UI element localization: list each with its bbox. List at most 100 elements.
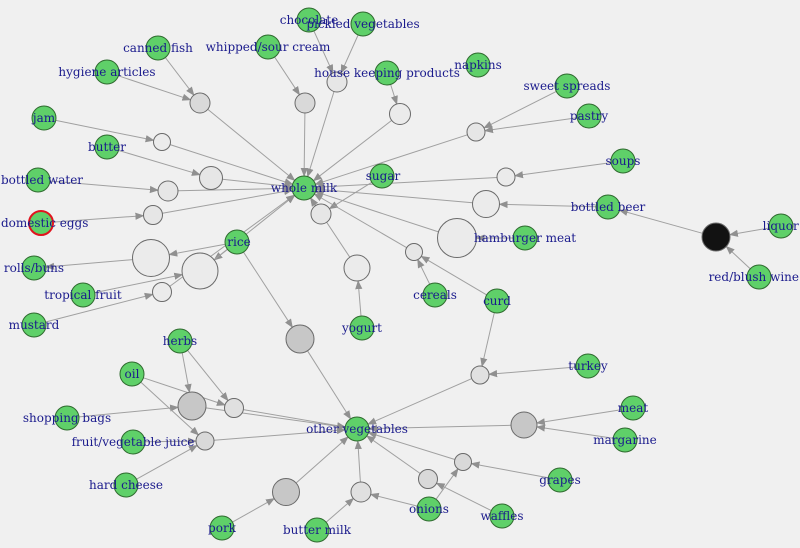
item-node-meat[interactable] [620, 395, 646, 421]
rule-node[interactable] [510, 411, 538, 439]
item-node-herbs[interactable] [167, 328, 193, 354]
item-node-bottled-beer[interactable] [595, 194, 621, 220]
edge-whipped_sour_cream-to-rule [274, 56, 300, 96]
rule-node[interactable] [195, 431, 215, 451]
item-node-tropical-fruit[interactable] [70, 282, 96, 308]
rule-node[interactable] [189, 92, 211, 114]
rule-node[interactable] [199, 166, 223, 190]
item-node-liquor[interactable] [768, 213, 794, 239]
rule-node[interactable] [389, 103, 411, 125]
rule-node[interactable] [152, 282, 172, 302]
item-node-house-keeping-products[interactable] [374, 60, 400, 86]
item-node-sugar[interactable] [369, 163, 395, 189]
item-node-mustard[interactable] [21, 312, 47, 338]
item-node-onions[interactable] [416, 496, 442, 522]
item-node-canned-fish[interactable] [145, 35, 171, 61]
item-node-waffles[interactable] [489, 503, 515, 529]
rule-node[interactable] [285, 324, 315, 354]
rule-node[interactable] [405, 243, 423, 261]
edge-rule-to-other_vegetables [295, 436, 349, 484]
item-label-yogurt: yogurt [341, 321, 382, 335]
item-node-sweet-spreads[interactable] [554, 73, 580, 99]
item-node-cereals[interactable] [422, 282, 448, 308]
item-node-turkey[interactable] [575, 353, 601, 379]
edge-onions-to-rule [435, 468, 459, 500]
item-node-butter-milk[interactable] [304, 517, 330, 543]
item-node-pastry[interactable] [576, 103, 602, 129]
item-node-butter[interactable] [94, 134, 120, 160]
item-node-jam[interactable] [31, 105, 57, 131]
item-node-hygiene-articles[interactable] [94, 59, 120, 85]
rule-node[interactable] [470, 365, 490, 385]
rule-node[interactable] [132, 239, 170, 277]
item-node-whole-milk[interactable] [291, 175, 317, 201]
item-node-yogurt[interactable] [349, 315, 375, 341]
item-node-grapes[interactable] [547, 467, 573, 493]
item-node-hard-cheese[interactable] [113, 472, 139, 498]
item-node-pickled-vegetables[interactable] [350, 11, 376, 37]
edge-grapes-to-rule [470, 461, 549, 479]
rule-node[interactable] [343, 254, 371, 282]
rule-node[interactable] [437, 218, 477, 258]
rule-node[interactable] [294, 92, 316, 114]
rule-node[interactable] [350, 481, 372, 503]
rule-node[interactable] [272, 478, 300, 506]
edge-hygiene_articles-to-rule [118, 75, 192, 101]
item-node-hamburger-meat[interactable] [512, 225, 538, 251]
rule-node[interactable] [326, 71, 348, 93]
edge-rule-to-other_vegetables [307, 350, 352, 420]
edge-cereals-to-rule [417, 258, 431, 285]
rule-node[interactable] [157, 180, 179, 202]
edge-rule-to-whole_milk [169, 144, 294, 186]
edge-butter_milk-to-rule [325, 497, 355, 523]
edge-rule-to-whole_milk [162, 187, 294, 214]
edge-domestic_eggs-to-rule [52, 212, 145, 223]
item-node-napkins[interactable] [465, 52, 491, 78]
item-label-chocolate: chocolate [280, 13, 339, 27]
item-node-other-vegetables[interactable] [344, 416, 370, 442]
rule-node[interactable] [701, 222, 731, 252]
rule-node[interactable] [177, 391, 207, 421]
item-label-hygiene-articles: hygiene articles [58, 65, 155, 79]
rule-node[interactable] [472, 190, 500, 218]
rule-node[interactable] [418, 469, 438, 489]
item-node-rice[interactable] [224, 229, 250, 255]
rule-node[interactable] [143, 205, 163, 225]
item-node-oil[interactable] [119, 361, 145, 387]
item-label-cereals: cereals [413, 288, 457, 302]
rule-node[interactable] [466, 122, 486, 142]
edge-rule-to-whole_milk [300, 112, 308, 177]
rule-node[interactable] [224, 398, 244, 418]
item-label-onions: onions [409, 502, 449, 516]
edge-rule-to-whole_milk [177, 184, 293, 193]
rule-node[interactable] [454, 453, 472, 471]
item-node-shopping-bags[interactable] [54, 405, 80, 431]
item-node-red-blush-wine[interactable] [746, 264, 772, 290]
item-node-pork[interactable] [209, 515, 235, 541]
edge-chocolate-to-rule [313, 30, 334, 74]
rule-node[interactable] [181, 252, 219, 290]
item-node-domestic-eggs[interactable] [28, 210, 54, 236]
item-node-chocolate[interactable] [296, 7, 322, 33]
item-node-rolls-buns[interactable] [21, 255, 47, 281]
rule-node[interactable] [310, 203, 332, 225]
edge-rule-to-rolls_buns [45, 259, 133, 270]
rule-node[interactable] [153, 133, 171, 151]
edge-oil-to-rule [143, 377, 226, 406]
edge-rule-to-whole_milk [213, 194, 296, 261]
item-label-bottled-water: bottled water [1, 173, 83, 187]
item-node-curd[interactable] [484, 288, 510, 314]
item-node-margarine[interactable] [612, 427, 638, 453]
item-label-napkins: napkins [454, 58, 502, 72]
item-node-bottled-water[interactable] [25, 167, 51, 193]
item-label-domestic-eggs: domestic eggs [1, 216, 88, 230]
item-node-soups[interactable] [610, 148, 636, 174]
edge-curd-to-rule [420, 255, 487, 296]
item-label-rice: rice [227, 235, 250, 249]
item-node-fruit-vegetable-juice[interactable] [120, 429, 146, 455]
item-node-whipped-sour-cream[interactable] [255, 34, 281, 60]
rule-node[interactable] [496, 167, 516, 187]
item-label-waffles: waffles [480, 509, 523, 523]
edge-rule-to-other_vegetables [367, 378, 473, 425]
edge-fruit_vegetable_juice-to-rule [144, 437, 197, 445]
